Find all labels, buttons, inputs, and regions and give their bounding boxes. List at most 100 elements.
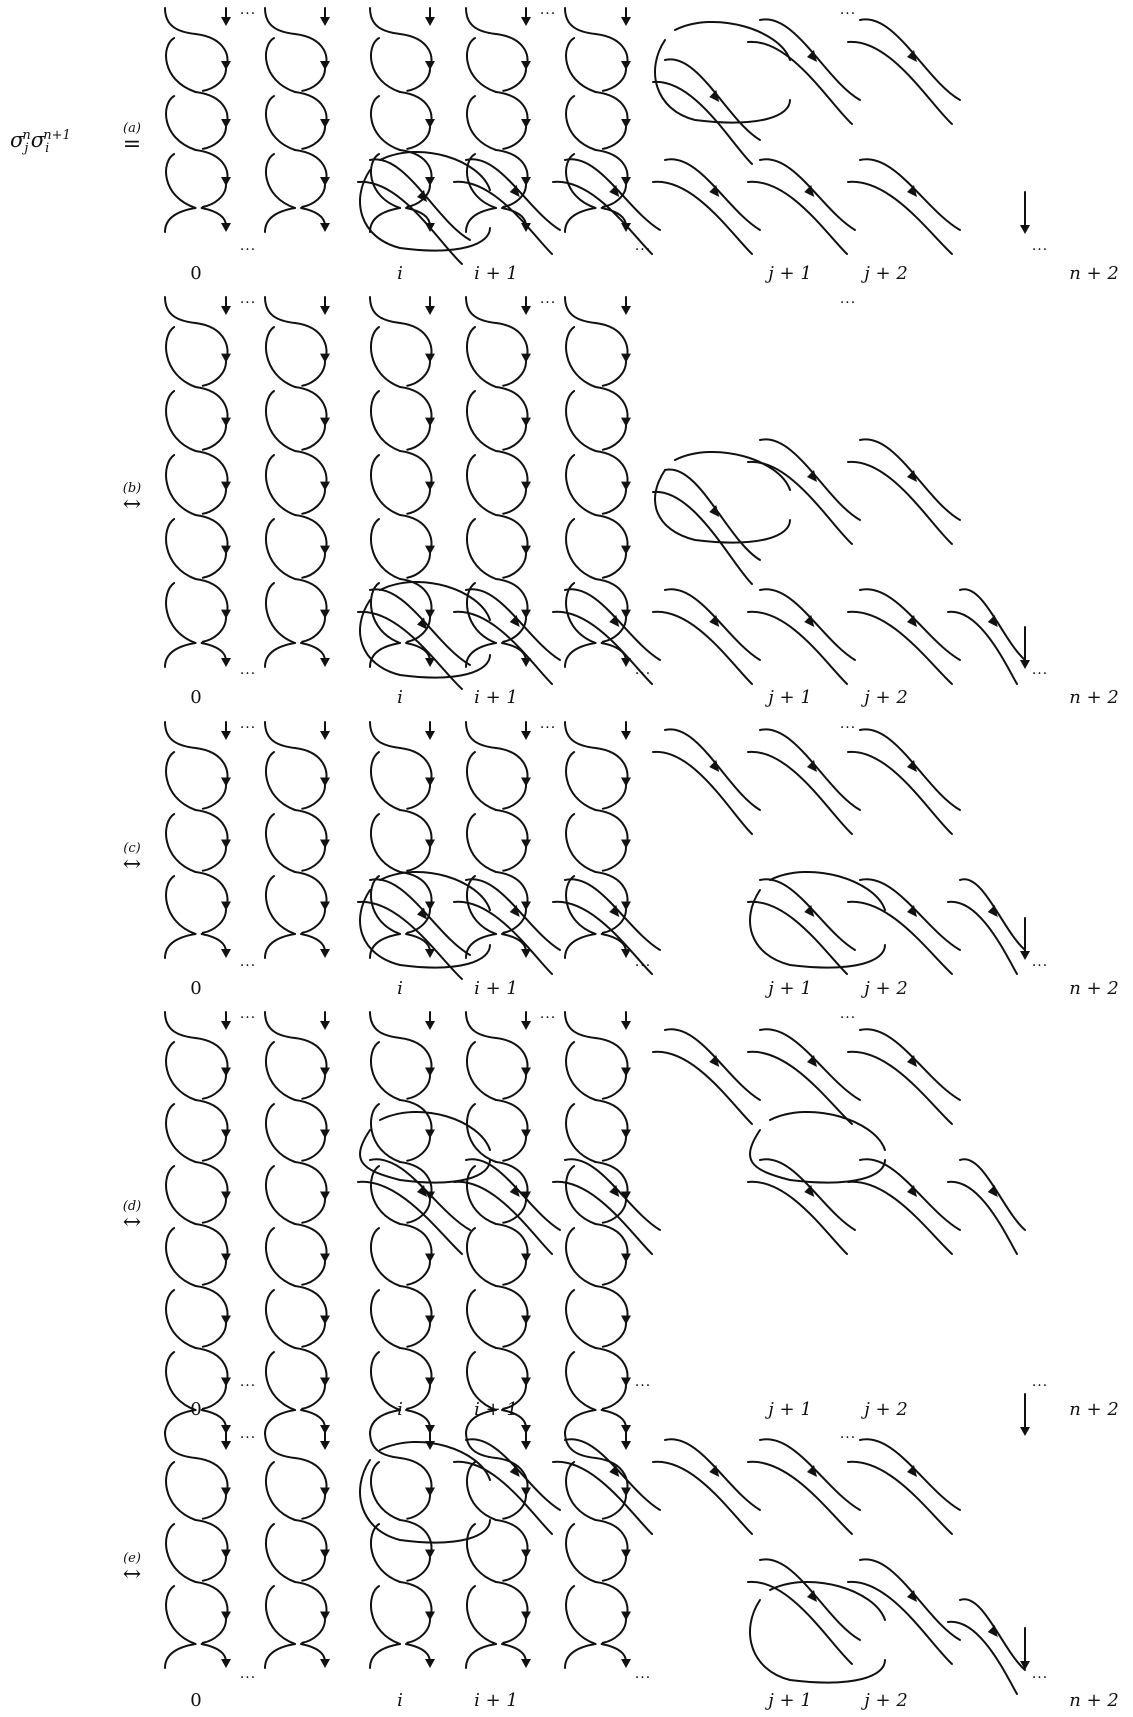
braid-strand (164, 933, 197, 959)
braid-strand (652, 1460, 753, 1535)
braid-strand (359, 599, 491, 679)
braid-strand (264, 296, 296, 324)
braid-strand (406, 1384, 431, 1410)
arrowhead (621, 1487, 631, 1497)
braid-strand (465, 1165, 497, 1225)
sigma-i: σ (30, 128, 46, 152)
arrowhead (221, 1191, 231, 1201)
braid-strand (565, 582, 597, 644)
braid-strand (664, 1438, 761, 1511)
arrowhead (521, 731, 531, 740)
braid-strand (357, 1180, 463, 1255)
braid-strand (601, 1556, 627, 1582)
braid-strand (165, 582, 197, 644)
arrowhead (221, 118, 231, 128)
braid-strand (369, 1643, 401, 1669)
label-j1-e: j + 1 (768, 1690, 812, 1711)
arrowhead (521, 60, 531, 70)
arrowhead (621, 1441, 631, 1450)
arrowhead (621, 1425, 631, 1434)
braid-strand (165, 1289, 197, 1349)
arrowhead (221, 1021, 231, 1030)
braid-strand (165, 1585, 197, 1645)
braid-strand (264, 813, 296, 873)
arrowhead (425, 731, 435, 740)
braid-strand (264, 721, 296, 749)
braid-strand (664, 468, 761, 561)
braid-strand (369, 390, 401, 452)
braid-strand (264, 37, 296, 93)
braid-strand (301, 846, 326, 872)
braid-strand (201, 616, 227, 643)
arrowhead (621, 60, 631, 70)
braid-strand (165, 1351, 197, 1411)
braid-strand (465, 454, 497, 516)
braid-strand (264, 153, 296, 209)
ellipsis: ··· (239, 1378, 257, 1394)
braid-strand (859, 1158, 961, 1231)
ellipsis: ··· (1031, 242, 1049, 258)
braid-strand (201, 67, 227, 92)
ellipsis: ··· (239, 1010, 257, 1026)
arrowhead (521, 901, 531, 911)
braid-strand (406, 1260, 431, 1286)
braid-strand (601, 908, 627, 934)
arrowhead (807, 470, 817, 482)
braid-strand (859, 158, 961, 231)
relation-label-b: (b) ↔ (122, 481, 142, 517)
braid-strand (264, 1041, 296, 1101)
arrowhead (320, 1659, 330, 1668)
braid-strand (369, 1461, 401, 1521)
arrowhead (521, 1129, 531, 1139)
arrowhead (320, 17, 330, 26)
braid-strand (759, 1438, 861, 1511)
braid-strand (652, 180, 753, 255)
braid-strand (406, 616, 431, 643)
braid-strand (847, 1580, 953, 1665)
braid-strand (465, 1041, 497, 1101)
arrowhead (425, 1425, 435, 1434)
braid-strand (502, 1494, 527, 1520)
arrowhead (425, 1067, 435, 1077)
braid-strand (465, 1409, 497, 1435)
label-0-a: 0 (190, 263, 202, 284)
braid-strand (369, 95, 401, 151)
braid-strand (847, 1050, 953, 1125)
ellipsis: ··· (634, 1670, 652, 1686)
braid-strand (502, 1260, 527, 1286)
ellipsis: ··· (1031, 666, 1049, 682)
braid-strand (502, 552, 527, 579)
arrowhead (907, 1055, 917, 1067)
braid-strand (465, 588, 561, 661)
arrowhead (609, 1465, 620, 1477)
arrowhead (709, 1465, 720, 1477)
braid-strand (601, 846, 627, 872)
arrowhead (804, 615, 815, 627)
braid-strand (406, 1322, 431, 1348)
braid-strand (164, 721, 197, 749)
ellipsis: ··· (839, 6, 857, 22)
arrowhead (621, 1549, 631, 1559)
braid-strand (201, 488, 227, 515)
braid-strand (674, 21, 791, 61)
ellipsis: ··· (1031, 1378, 1049, 1394)
braid-strand (959, 878, 1026, 951)
braid-strand (747, 1180, 848, 1255)
braid-strand (565, 1103, 597, 1163)
arrowhead (709, 505, 720, 517)
braid-strand (565, 751, 597, 811)
arrowhead (320, 417, 330, 427)
arrowhead (221, 1067, 231, 1077)
arrowhead (221, 1611, 231, 1621)
ellipsis: ··· (839, 1010, 857, 1026)
braid-strand (406, 1074, 431, 1100)
arrowhead (621, 839, 631, 849)
arrowhead (425, 481, 435, 491)
arrowhead (521, 1425, 531, 1434)
ellipsis: ··· (539, 720, 557, 736)
braid-strand (502, 1322, 527, 1348)
braid-strand (264, 1409, 296, 1435)
braid-strand (359, 1459, 491, 1544)
arrowhead (221, 176, 231, 186)
arrowhead (221, 777, 231, 787)
